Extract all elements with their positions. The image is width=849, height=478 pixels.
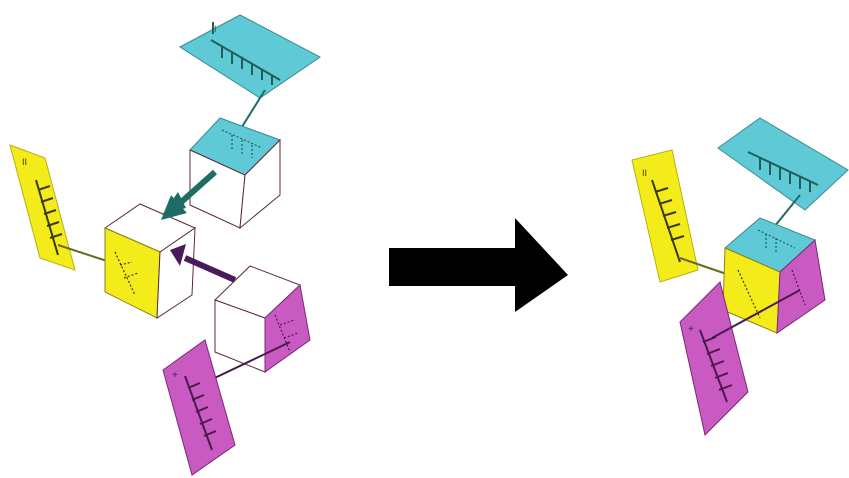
magenta-card-mark: + [172,370,178,381]
cube-top-right [189,117,281,230]
assembled-cyan-ticks [747,151,819,192]
assembled-yellow-ticks [651,179,685,263]
assembled-yellow-mark: II [642,168,647,178]
assembled-view: II [631,117,849,436]
purple-arrow-head [170,244,186,266]
cube-center [103,203,197,319]
cyan-card-ticks [210,22,281,85]
assembled-cube [722,217,826,334]
cube-center-marks [114,251,139,296]
assembled-cyan-card [717,117,849,211]
assembled-magenta-ticks [699,329,733,403]
yellow-card-mark: II [22,157,27,167]
black-arrow-icon [389,218,568,312]
teal-arrow-head [162,192,186,215]
cyan-card-mark: I [214,24,217,34]
assembled-cube-marks [737,229,806,319]
purple-arrow [183,255,237,283]
exploded-view: I II [9,14,321,476]
cyan-card-top: I [179,14,321,99]
yellow-card-ticks [35,179,63,256]
assembled-magenta-link [711,289,801,339]
assembled-yellow-card: II [631,149,699,283]
cyan-link-line [239,89,266,131]
yellow-card-left: II [9,144,76,271]
cube-bottom-right [214,265,311,373]
assembled-magenta-mark: + [688,324,694,335]
assembled-magenta-card: + [679,281,749,436]
magenta-card-ticks [184,375,217,451]
cube-top-right-marks [221,129,263,158]
yellow-link-line [57,244,111,263]
magenta-card-bottom: + [162,339,236,476]
cube-bottom-right-marks [274,314,299,353]
transform-arrow [389,218,568,312]
